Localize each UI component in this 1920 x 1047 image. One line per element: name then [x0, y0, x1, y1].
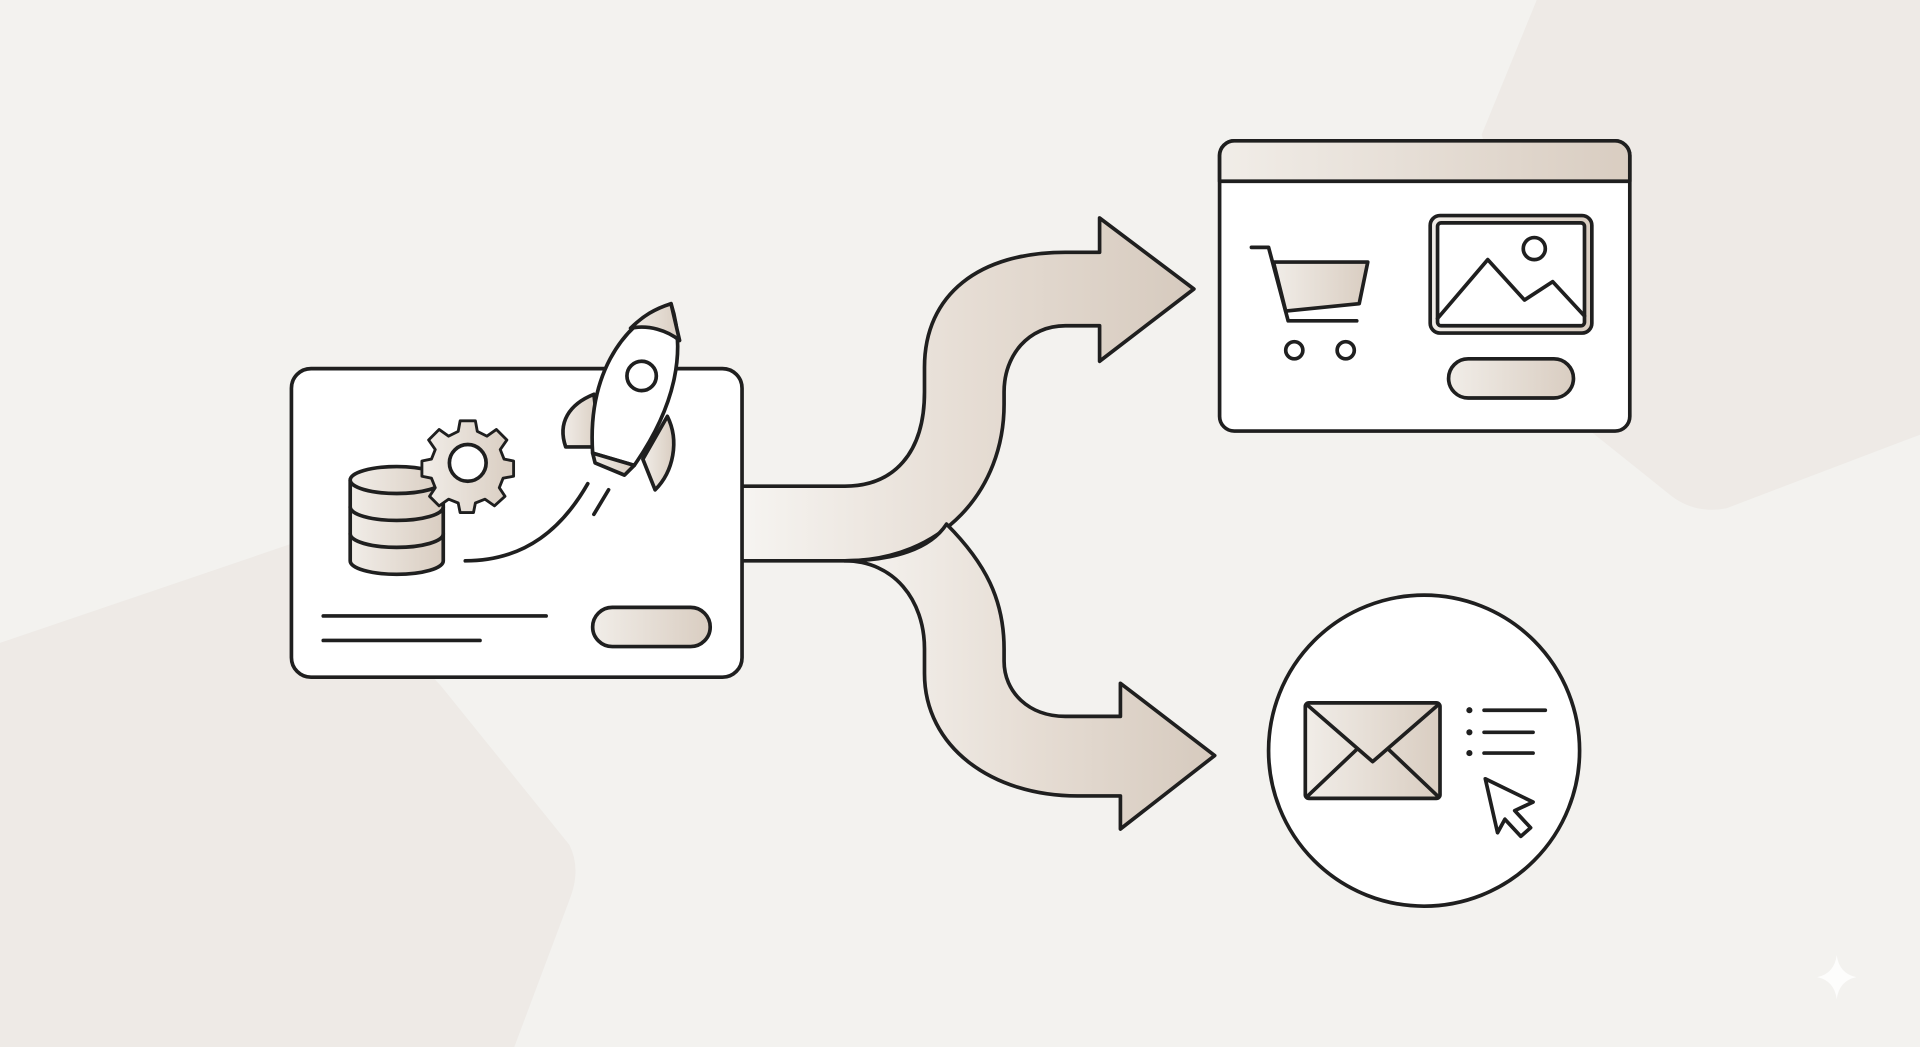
store-window	[1217, 139, 1632, 433]
cart-icon	[1249, 245, 1370, 361]
source-card	[289, 301, 744, 680]
cursor-icon	[1483, 776, 1535, 839]
arrow-to-store	[740, 216, 1196, 563]
arrow-to-email	[843, 522, 1217, 831]
gear-icon	[420, 419, 516, 514]
image-icon	[1428, 213, 1594, 335]
email-badge	[1266, 593, 1582, 908]
sparkle-icon	[1817, 955, 1857, 1000]
source-button	[590, 605, 713, 649]
database-icon	[348, 464, 446, 577]
store-button	[1446, 356, 1576, 400]
flow-connector	[740, 216, 1217, 831]
rocket-icon	[463, 301, 682, 563]
list-icon	[1466, 707, 1548, 757]
envelope-icon	[1303, 701, 1442, 801]
